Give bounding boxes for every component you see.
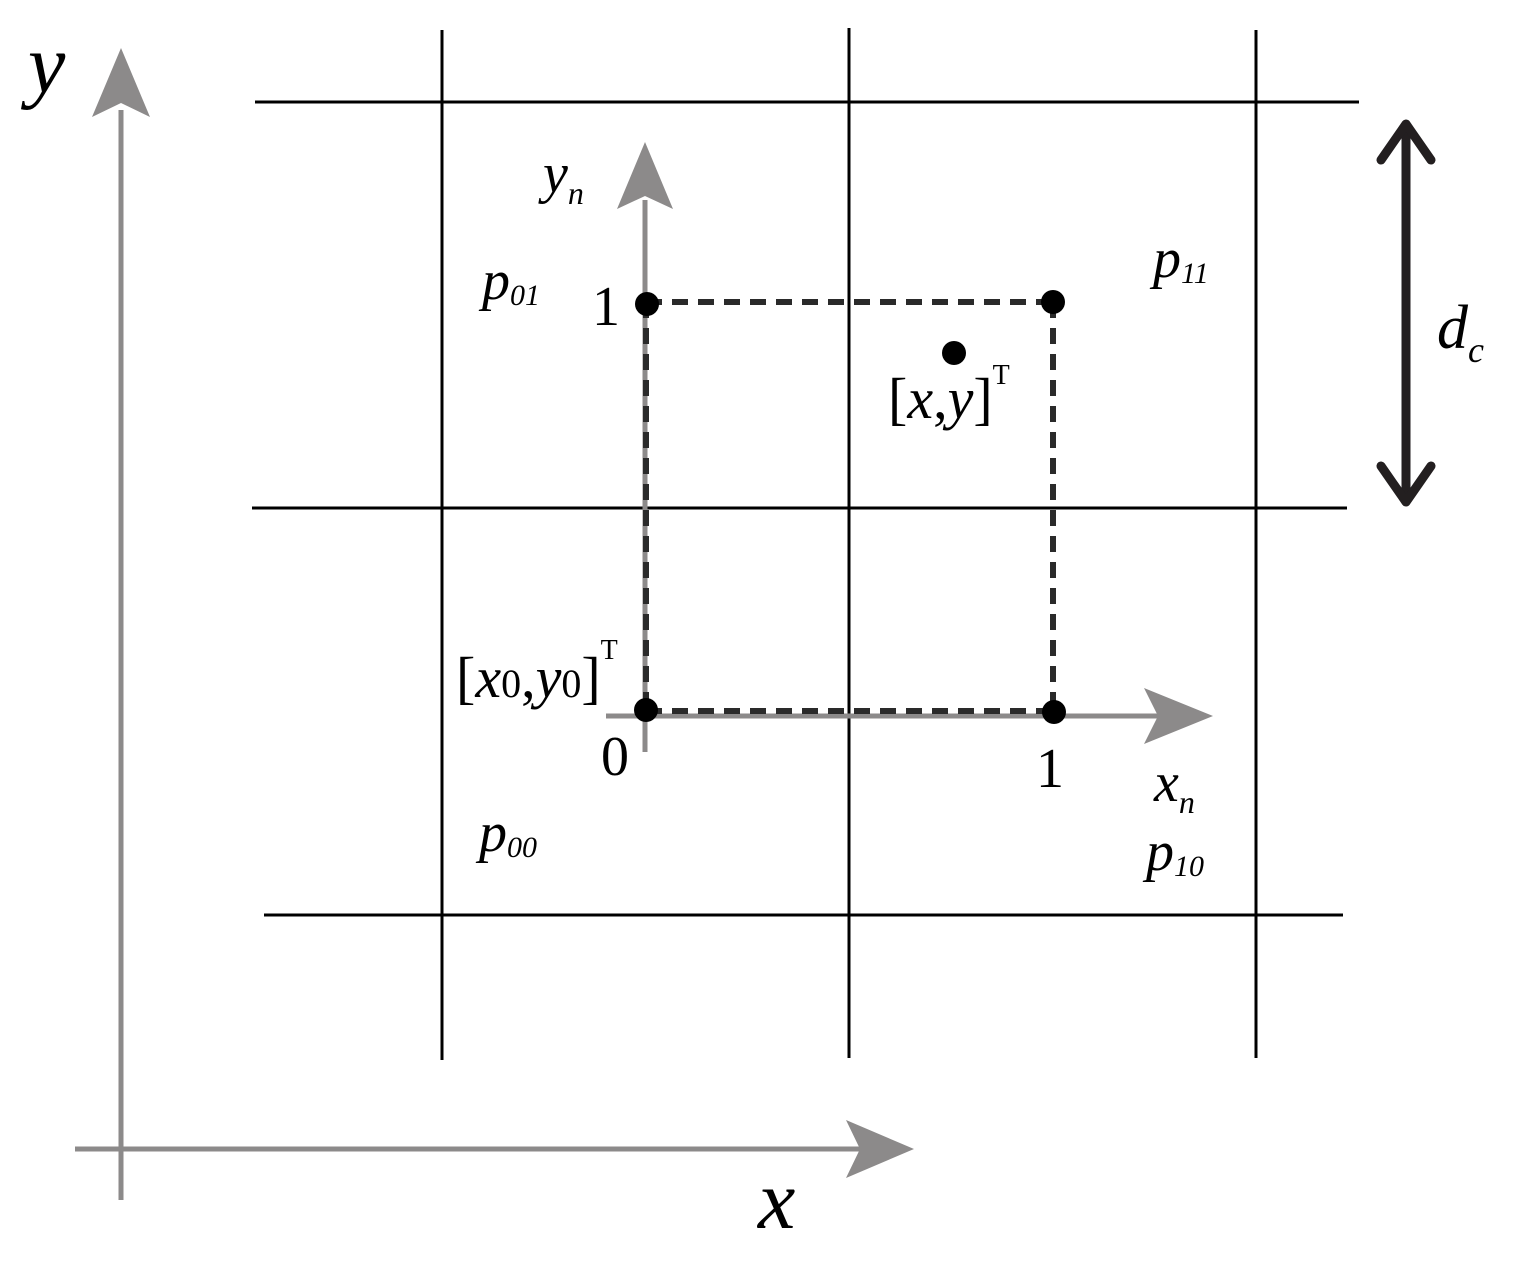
global-x-label: x [756, 1154, 795, 1247]
cell-size-arrow-head-top [1376, 119, 1436, 165]
tick-x-one-label: 1 [1036, 738, 1064, 800]
corner-label-p01: p01 [478, 250, 540, 312]
cell-size-arrow [1376, 119, 1436, 507]
cell-size-label: dc [1437, 294, 1484, 370]
global-x-arrowhead [846, 1120, 914, 1178]
corner-label-p00: p00 [475, 802, 537, 864]
local-y-arrowhead [617, 142, 673, 209]
point-y-one [635, 292, 659, 316]
global-axes [75, 48, 914, 1200]
corner-label-p11: p11 [1149, 228, 1209, 290]
local-y-label: yn [538, 143, 584, 211]
tick-y-one-label: 1 [592, 276, 620, 338]
global-y-arrowhead [92, 48, 150, 117]
query-point-label: [x,y]T [888, 360, 1010, 431]
point-origin [634, 698, 658, 722]
local-x-arrowhead [1144, 688, 1213, 744]
point-query [942, 341, 966, 365]
corner-label-p10: p10 [1142, 821, 1204, 883]
origin-point-label: [x0,y0]T [456, 635, 618, 710]
point-x-one [1042, 700, 1066, 724]
local-axes [606, 142, 1213, 752]
cell-size-arrow-head-bottom [1376, 461, 1436, 507]
tick-origin-label: 0 [601, 726, 629, 788]
global-y-label: y [20, 18, 66, 111]
points [634, 290, 1066, 724]
unit-square-dashed [643, 299, 1056, 714]
point-corner-11 [1041, 290, 1065, 314]
grid [252, 28, 1359, 1060]
local-x-label: xn [1153, 752, 1195, 820]
